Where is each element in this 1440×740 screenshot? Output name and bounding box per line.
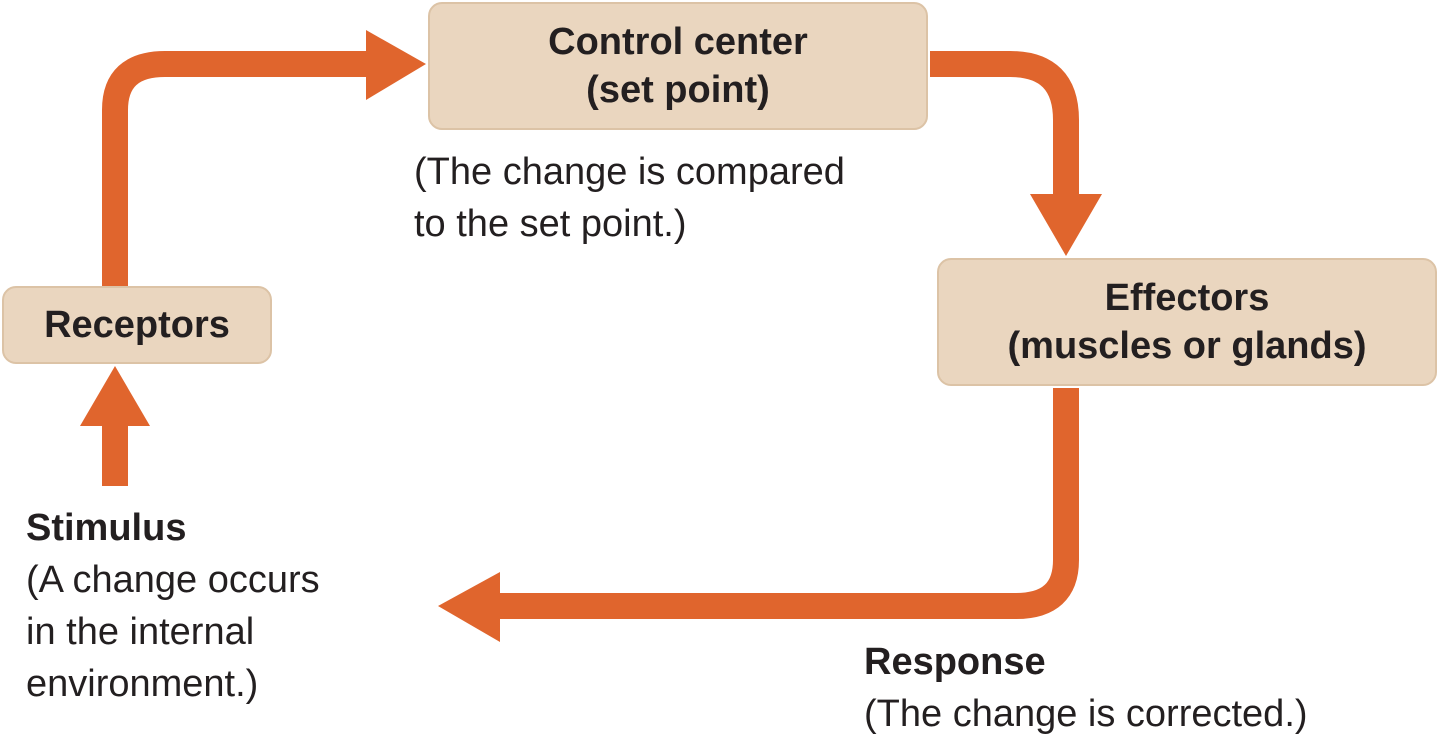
arrow-control-center-to-effectors bbox=[930, 51, 1079, 200]
control-center-note-line-1: (The change is compared bbox=[414, 151, 845, 193]
effectors-subtitle: (muscles or glands) bbox=[1007, 325, 1367, 367]
receptors-title: Receptors bbox=[44, 304, 230, 346]
stimulus-line-1: (A change occurs bbox=[26, 559, 320, 601]
response-label: Response (The change is corrected.) bbox=[864, 636, 1308, 740]
control-center-title: Control center bbox=[548, 21, 808, 63]
control-center-subtitle: (set point) bbox=[586, 69, 770, 111]
receptors-box: Receptors bbox=[2, 286, 272, 364]
arrowhead-effectors bbox=[1030, 194, 1102, 256]
arrow-effectors-to-response bbox=[500, 388, 1079, 619]
arrowhead-receptors bbox=[80, 366, 150, 426]
response-line-1: (The change is corrected.) bbox=[864, 693, 1308, 735]
effectors-box: Effectors (muscles or glands) bbox=[937, 258, 1437, 386]
stimulus-line-3: environment.) bbox=[26, 663, 259, 705]
stimulus-line-2: in the internal bbox=[26, 611, 255, 653]
arrow-stimulus-to-receptors bbox=[102, 420, 128, 486]
arrowhead-response bbox=[438, 572, 500, 642]
control-center-note: (The change is compared to the set point… bbox=[414, 146, 845, 250]
arrow-receptors-to-control-center bbox=[102, 51, 380, 290]
effectors-title: Effectors bbox=[1104, 277, 1270, 319]
arrowhead-control-center bbox=[366, 30, 426, 100]
control-center-box: Control center (set point) bbox=[428, 2, 928, 130]
response-title: Response bbox=[864, 641, 1046, 683]
stimulus-title: Stimulus bbox=[26, 507, 187, 549]
stimulus-label: Stimulus (A change occurs in the interna… bbox=[26, 502, 320, 710]
control-center-note-line-2: to the set point.) bbox=[414, 203, 687, 245]
